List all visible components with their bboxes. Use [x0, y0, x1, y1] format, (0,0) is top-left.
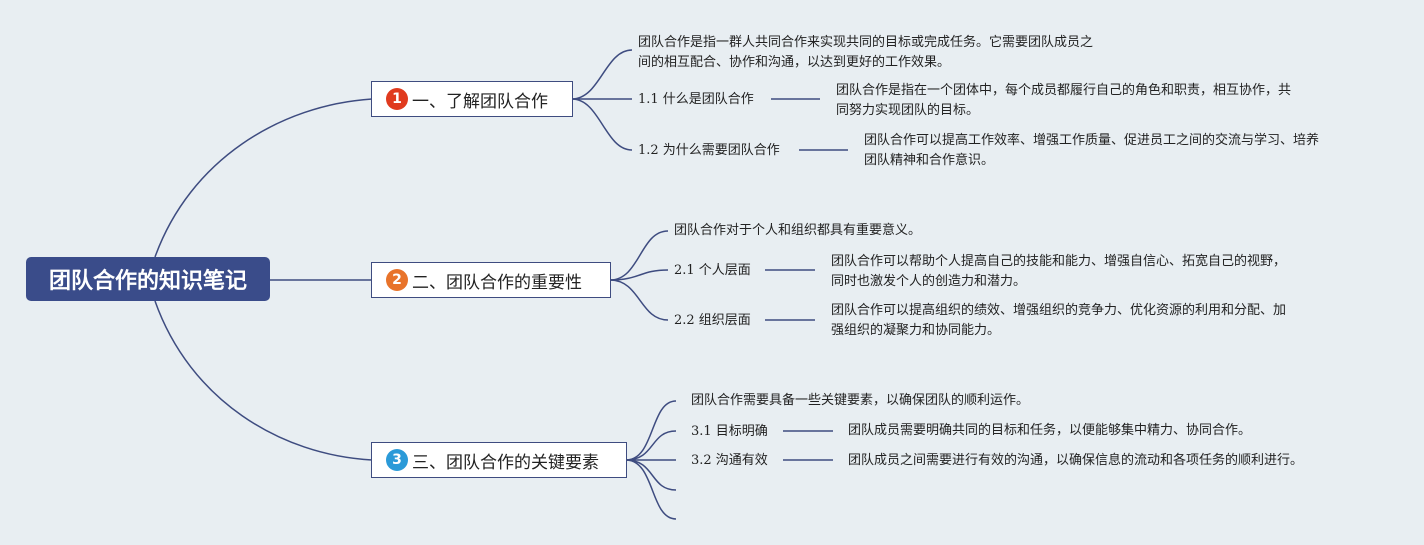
detail-line: 团队合作可以帮助个人提高自己的技能和能力、增强自信心、拓宽自己的视野， — [831, 254, 1287, 269]
root-topic[interactable]: 团队合作的知识笔记 — [26, 257, 270, 301]
topic-key-elements[interactable]: 3 三、团队合作的关键要素 — [371, 442, 627, 478]
detail-line: 团队成员需要明确共同的目标和任务，以便能够集中精力、协同合作。 — [848, 423, 1252, 438]
detail-line: 团队合作是指在一个团体中，每个成员都履行自己的角色和职责，相互协作，共 — [836, 83, 1292, 98]
subtopic-2-2[interactable]: 2.2 组织层面 — [674, 313, 751, 328]
subtopic-3-2[interactable]: 3.2 沟通有效 — [691, 453, 768, 468]
root-title: 团队合作的知识笔记 — [48, 269, 247, 294]
subtopic-3-2-detail[interactable]: 团队成员之间需要进行有效的沟通，以确保信息的流动和各项任务的顺利进行。 — [848, 451, 1303, 471]
topic-label: 一、了解团队合作 — [412, 91, 548, 112]
topic-label: 三、团队合作的关键要素 — [412, 452, 599, 473]
detail-line: 同努力实现团队的目标。 — [836, 103, 980, 118]
connector-t2-sub1 — [609, 269, 669, 281]
subtopic-2-1-detail[interactable]: 团队合作可以帮助个人提高自己的技能和能力、增强自信心、拓宽自己的视野， 同时也激… — [831, 252, 1286, 292]
topic-understand-teamwork[interactable]: 1 一、了解团队合作 — [371, 81, 573, 117]
detail-line: 团队精神和合作意识。 — [864, 153, 995, 168]
detail-line: 同时也激发个人的创造力和潜力。 — [831, 274, 1027, 289]
detail-line: 团队成员之间需要进行有效的沟通，以确保信息的流动和各项任务的顺利进行。 — [848, 453, 1304, 468]
number-badge-icon: 3 — [386, 449, 408, 471]
subtopic-1-1[interactable]: 1.1 什么是团队合作 — [638, 92, 754, 107]
topic-label: 二、团队合作的重要性 — [412, 272, 582, 293]
detail-line: 团队合作可以提高工作效率、增强工作质量、促进员工之间的交流与学习、培养 — [864, 133, 1320, 148]
connector-t3-empty2 — [625, 459, 677, 520]
number-badge-icon: 1 — [386, 88, 408, 110]
subtopic-1-1-detail[interactable]: 团队合作是指在一个团体中，每个成员都履行自己的角色和职责，相互协作，共 同努力实… — [836, 81, 1291, 121]
intro-line: 间的相互配合、协作和沟通，以达到更好的工作效果。 — [638, 55, 951, 70]
number-badge-icon: 2 — [386, 269, 408, 291]
topic1-intro[interactable]: 团队合作是指一群人共同合作来实现共同的目标或完成任务。它需要团队成员之 间的相互… — [638, 33, 1093, 73]
connector-t1-sub2 — [571, 98, 633, 151]
intro-line: 团队合作需要具备一些关键要素，以确保团队的顺利运作。 — [691, 393, 1030, 408]
intro-line: 团队合作对于个人和组织都具有重要意义。 — [674, 223, 922, 238]
detail-line: 强组织的凝聚力和协同能力。 — [831, 323, 1001, 338]
subtopic-2-1[interactable]: 2.1 个人层面 — [674, 263, 751, 278]
connector-t2-intro — [609, 230, 669, 281]
connector-t2-sub2 — [609, 279, 669, 321]
topic3-intro[interactable]: 团队合作需要具备一些关键要素，以确保团队的顺利运作。 — [691, 391, 1029, 411]
subtopic-3-1[interactable]: 3.1 目标明确 — [691, 424, 768, 439]
subtopic-2-2-detail[interactable]: 团队合作可以提高组织的绩效、增强组织的竞争力、优化资源的利用和分配、加 强组织的… — [831, 301, 1286, 341]
connector-t1-intro — [571, 49, 633, 100]
connector-t3-intro — [625, 400, 677, 461]
connector-root-topic3 — [154, 300, 373, 461]
connector-t3-empty1 — [625, 459, 677, 491]
topic-importance[interactable]: 2 二、团队合作的重要性 — [371, 262, 611, 298]
intro-line: 团队合作是指一群人共同合作来实现共同的目标或完成任务。它需要团队成员之 — [638, 35, 1094, 50]
connector-root-topic1 — [154, 98, 373, 258]
connector-t3-sub1 — [625, 430, 677, 461]
subtopic-1-2-detail[interactable]: 团队合作可以提高工作效率、增强工作质量、促进员工之间的交流与学习、培养 团队精神… — [864, 131, 1319, 171]
subtopic-3-1-detail[interactable]: 团队成员需要明确共同的目标和任务，以便能够集中精力、协同合作。 — [848, 421, 1251, 441]
detail-line: 团队合作可以提高组织的绩效、增强组织的竞争力、优化资源的利用和分配、加 — [831, 303, 1287, 318]
topic2-intro[interactable]: 团队合作对于个人和组织都具有重要意义。 — [674, 221, 921, 241]
subtopic-1-2[interactable]: 1.2 为什么需要团队合作 — [638, 143, 780, 158]
